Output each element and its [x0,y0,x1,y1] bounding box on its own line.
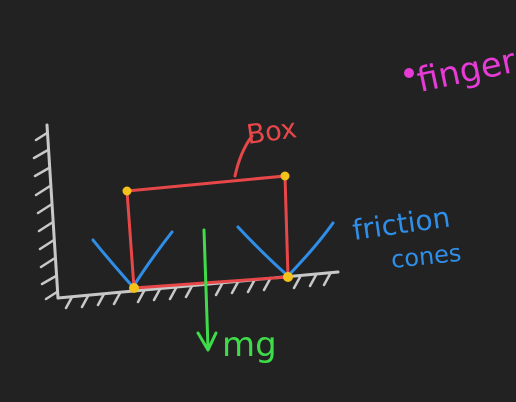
friction-label-line2: cones [390,239,463,274]
wall-line [45,123,60,300]
contact-point-left [129,283,139,293]
friction-cones [91,221,335,289]
wall-hatching [32,131,59,301]
box-corner-top-left [122,186,132,196]
floor-hatching [64,272,332,310]
box-outline [125,174,290,290]
weight-arrow-head [196,331,218,352]
box-label-pointer [233,134,254,178]
friction-label-line1: friction [350,201,452,247]
finger-label: finger [414,41,516,101]
contact-points [122,171,293,293]
weight-arrow-shaft [202,228,210,350]
weight-label: mg [222,325,277,365]
box [125,134,290,290]
box-corner-top-right [280,171,290,181]
left-cone-left-edge [91,238,135,289]
right-cone-left-edge [236,225,290,278]
left-cone-right-edge [131,230,174,289]
weight-arrow [196,228,218,352]
right-cone-right-edge [286,221,335,278]
contact-point-right [283,272,293,282]
finger-marker-dot [404,68,414,78]
ground-and-wall [32,123,340,310]
box-label: Box [245,113,299,151]
